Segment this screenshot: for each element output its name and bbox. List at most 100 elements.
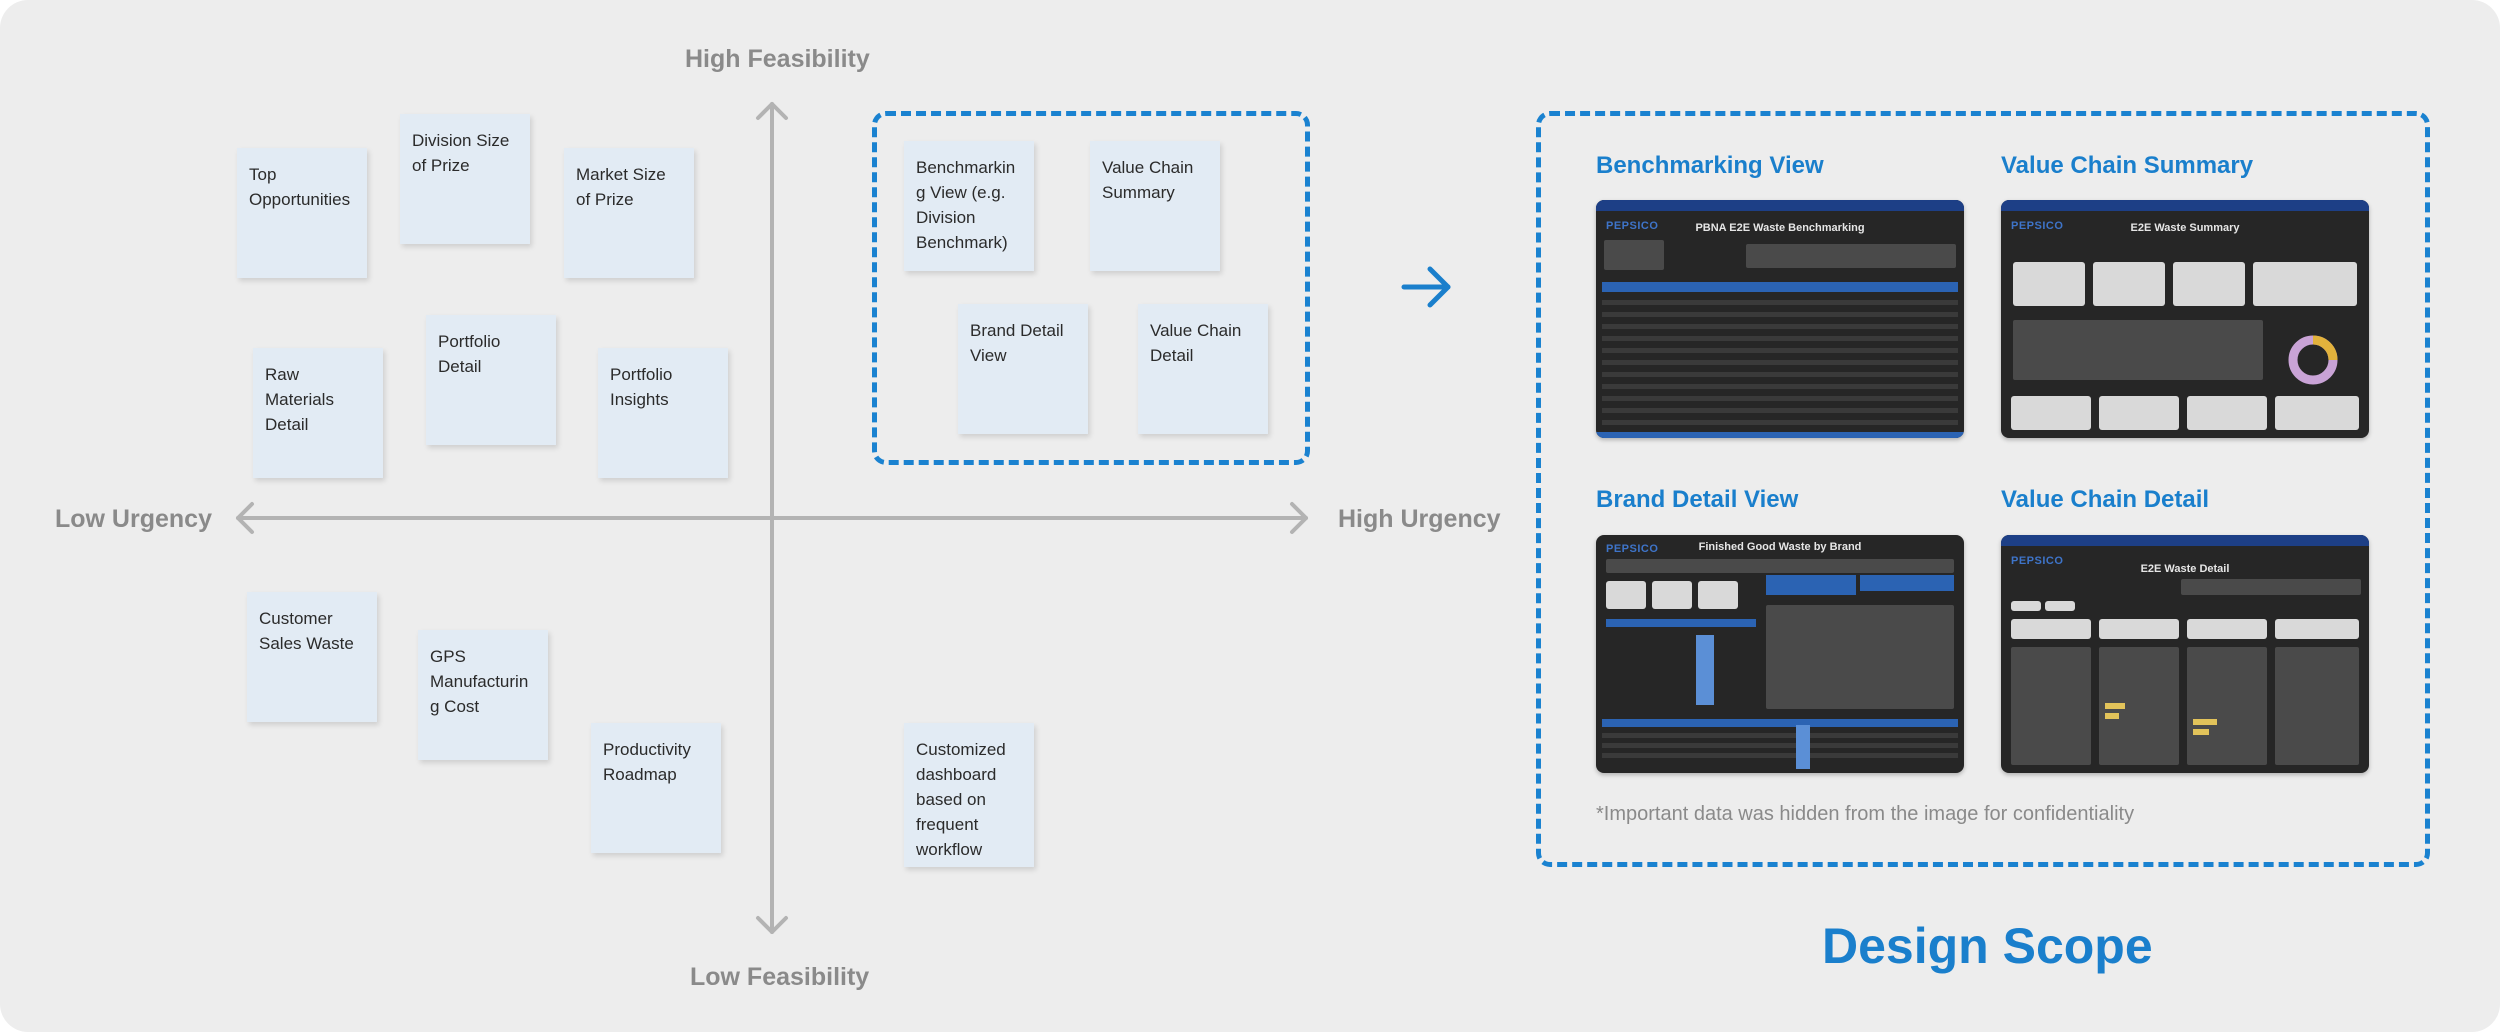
sticky-note[interactable]: Benchmarking View (e.g. Division Benchma…: [904, 141, 1034, 271]
bar-chart-mark: [1696, 635, 1714, 705]
kpi-card: [2187, 396, 2267, 430]
kpi-card: [1652, 581, 1692, 609]
axis-label-top: High Feasibility: [685, 45, 870, 73]
sticky-note[interactable]: Customer Sales Waste: [247, 592, 377, 722]
highlight-bar: [1766, 575, 1856, 595]
table-header: [1602, 719, 1958, 727]
chart-area: [1766, 605, 1954, 709]
donut-chart: [2288, 335, 2338, 385]
filter-block: [1604, 240, 1664, 270]
panel-title: Value Chain Detail: [2001, 486, 2210, 513]
screenshot-topbar: [2001, 200, 2369, 211]
kpi-card: [2275, 396, 2359, 430]
kpi-card: [2099, 619, 2179, 639]
panel-title: Value Chain Summary: [2001, 152, 2254, 179]
arrow-right-icon: [1401, 266, 1451, 308]
kpi-card: [2275, 619, 2359, 639]
sticky-note[interactable]: Productivity Roadmap: [591, 723, 721, 853]
table-row: [1602, 372, 1958, 377]
screenshot-title: Finished Good Waste by Brand: [1698, 541, 1862, 553]
column-panel: [2275, 647, 2359, 765]
table-row: [1602, 312, 1958, 317]
filter-block: [1746, 244, 1956, 268]
filter-block: [2181, 579, 2361, 595]
highlight-bar: [1860, 575, 1954, 591]
dashboard-screenshot[interactable]: PEPSICO PBNA E2E Waste Benchmarking: [1596, 200, 1964, 438]
table-row: [1602, 384, 1958, 389]
sticky-note[interactable]: Division Size of Prize: [400, 114, 530, 244]
bar-chart-mark: [1796, 725, 1810, 769]
panel-title: Brand Detail View: [1596, 486, 1799, 513]
screenshot-brand: PEPSICO: [2011, 220, 2064, 232]
arrow-left-icon: [236, 502, 254, 534]
kpi-card: [2011, 396, 2091, 430]
design-scope-box: [1536, 111, 2430, 867]
tab-button: [2011, 601, 2041, 611]
kpi-card: [2187, 619, 2267, 639]
table-row: [1602, 408, 1958, 413]
sticky-note[interactable]: Value Chain Detail: [1138, 304, 1268, 434]
sticky-note[interactable]: Raw Materials Detail: [253, 348, 383, 478]
column-panel: [2187, 647, 2267, 765]
column-panel: [2011, 647, 2091, 765]
table-row: [1602, 348, 1958, 353]
bar-chart-mark: [2193, 719, 2217, 725]
kpi-card: [2099, 396, 2179, 430]
table-row: [1602, 336, 1958, 341]
axis-label-bottom: Low Feasibility: [690, 963, 870, 991]
table-row: [1602, 360, 1958, 365]
table-header: [1606, 619, 1756, 627]
table-row: [1602, 396, 1958, 401]
arrow-right-axis-icon: [1290, 502, 1308, 534]
screenshot-title: E2E Waste Summary: [2130, 222, 2240, 234]
screenshot-brand: PEPSICO: [1606, 543, 1659, 555]
bar-chart-mark: [2193, 729, 2209, 735]
screenshot-topbar: [2001, 535, 2369, 546]
axis-label-right: High Urgency: [1338, 505, 1501, 533]
screenshot-brand: PEPSICO: [1606, 220, 1659, 232]
bar-chart-mark: [2105, 703, 2125, 709]
kpi-card: [2093, 262, 2165, 306]
dashboard-screenshot[interactable]: Finished Good Waste by Brand PEPSICO: [1596, 535, 1964, 773]
tab-button: [2045, 601, 2075, 611]
axis-label-left: Low Urgency: [55, 505, 212, 533]
sticky-note[interactable]: Market Size of Prize: [564, 148, 694, 278]
screenshot-title: PBNA E2E Waste Benchmarking: [1695, 222, 1865, 234]
sticky-note[interactable]: Value Chain Summary: [1090, 141, 1220, 271]
table-row: [1602, 733, 1958, 738]
screenshot-title: E2E Waste Detail: [2140, 563, 2230, 575]
bar-chart-mark: [2105, 713, 2119, 719]
confidentiality-footnote: *Important data was hidden from the imag…: [1596, 803, 2135, 825]
kpi-card: [2011, 619, 2091, 639]
screenshot-brand: PEPSICO: [2011, 555, 2064, 567]
table-row: [1602, 324, 1958, 329]
table-row: [1602, 743, 1958, 748]
filter-block: [1606, 559, 1954, 573]
sticky-note[interactable]: Top Opportunities: [237, 148, 367, 278]
table-header: [1602, 282, 1958, 292]
table-row: [1602, 300, 1958, 305]
dashboard-screenshot[interactable]: PEPSICO E2E Waste Summary: [2001, 200, 2369, 438]
arrow-up-icon: [756, 102, 788, 120]
table-row: [1602, 753, 1958, 758]
arrow-down-icon: [756, 916, 788, 934]
sticky-note[interactable]: GPS Manufacturing Cost: [418, 630, 548, 760]
kpi-card: [1698, 581, 1738, 609]
line-chart-area: [2013, 320, 2263, 380]
sticky-note[interactable]: Customized dashboard based on frequent w…: [904, 723, 1034, 867]
dashboard-screenshot[interactable]: PEPSICO E2E Waste Detail: [2001, 535, 2369, 773]
kpi-card: [1606, 581, 1646, 609]
design-scope-title: Design Scope: [1822, 918, 2153, 974]
sticky-note[interactable]: Brand Detail View: [958, 304, 1088, 434]
sticky-note[interactable]: Portfolio Detail: [426, 315, 556, 445]
selected-quadrant-box: [872, 111, 1310, 465]
kpi-card: [2173, 262, 2245, 306]
screenshot-topbar: [1596, 200, 1964, 211]
footer-bar: [1596, 432, 1964, 438]
panel-title: Benchmarking View: [1596, 152, 1824, 179]
sticky-note[interactable]: Portfolio Insights: [598, 348, 728, 478]
kpi-card: [2013, 262, 2085, 306]
table-row: [1602, 420, 1958, 425]
